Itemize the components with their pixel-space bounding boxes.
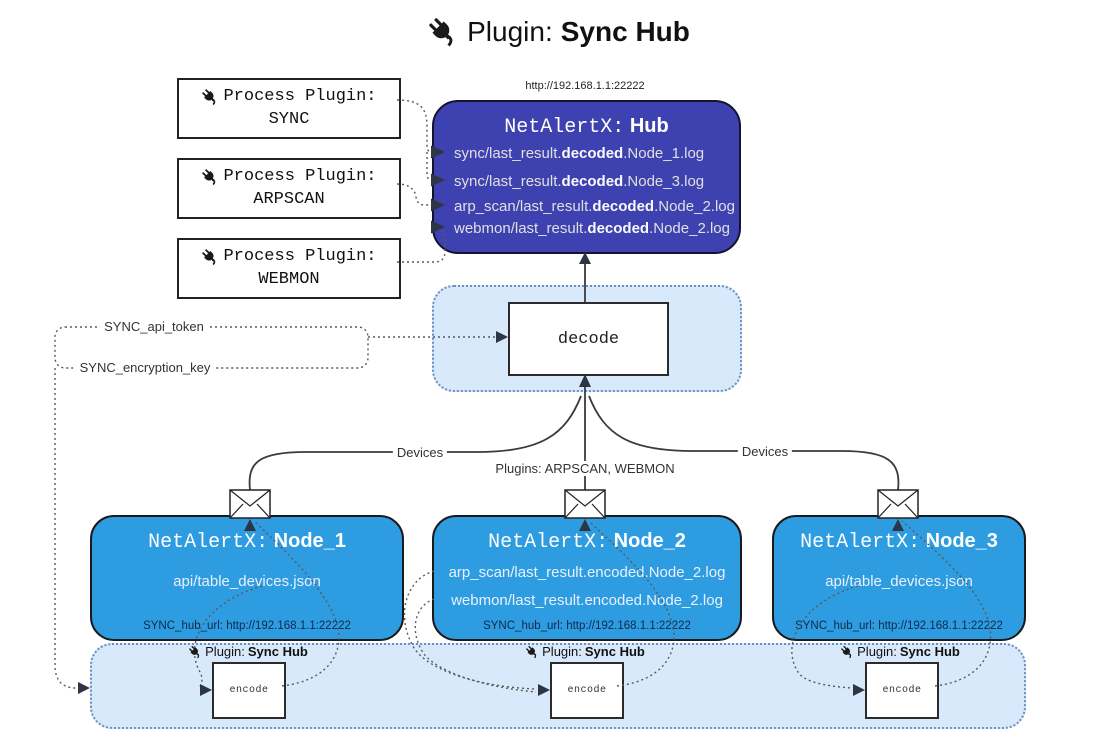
hub-title-name: Hub: [629, 115, 669, 137]
node-title: NetAlertX: Node_1: [148, 530, 346, 554]
label-sync-api-token: SYNC_api_token: [100, 319, 208, 334]
edge-arpscan-to-hub: [396, 183, 429, 206]
process-plugin-webmon: Process Plugin: WEBMON: [177, 238, 401, 299]
envelope-icon: [877, 489, 919, 519]
node-box-node-2: NetAlertX: Node_2 arp_scan/last_result.e…: [432, 515, 742, 641]
encode-box: encode: [212, 662, 286, 719]
plug-icon: [201, 168, 219, 186]
envelope-icon: [229, 489, 271, 519]
node-file: api/table_devices.json: [825, 573, 973, 590]
process-plugin-sync: Process Plugin: SYNC: [177, 78, 401, 139]
node-hub-url: SYNC_hub_url: http://192.168.1.1:22222: [795, 620, 1003, 632]
node-title: NetAlertX: Node_2: [488, 530, 686, 554]
title-name: Sync Hub: [560, 16, 690, 47]
hub-box: NetAlertX: Hub sync/last_result.decoded.…: [432, 100, 741, 254]
node-file: api/table_devices.json: [173, 573, 321, 590]
process-plugin-arpscan: Process Plugin: ARPSCAN: [177, 158, 401, 219]
plug-icon: [201, 248, 219, 266]
plug-icon: [840, 645, 854, 659]
encode-box: encode: [865, 662, 939, 719]
encode-label: encode: [567, 685, 607, 696]
encode-plugin-label: Plugin:Sync Hub: [188, 644, 308, 659]
title-prefix: Plugin:: [467, 16, 553, 47]
hub-log-line: sync/last_result.decoded.Node_1.log: [454, 145, 705, 162]
diagram-title: Plugin: Sync Hub: [0, 16, 1117, 48]
node-hub-url: SYNC_hub_url: http://192.168.1.1:22222: [143, 620, 351, 632]
process-plugin-label: Process Plugin:: [223, 87, 377, 107]
label-sync-encryption-key: SYNC_encryption_key: [75, 360, 215, 375]
encode-box: encode: [550, 662, 624, 719]
plug-icon: [201, 88, 219, 106]
encode-label: encode: [229, 685, 269, 696]
encode-label: encode: [882, 685, 922, 696]
process-plugin-name: ARPSCAN: [253, 189, 325, 209]
hub-url: http://192.168.1.1:22222: [525, 80, 645, 92]
edge-sync-to-hub-1: [396, 99, 431, 153]
encode-plugin-label: Plugin:Sync Hub: [525, 644, 645, 659]
decode-box: decode: [508, 302, 669, 376]
process-plugin-label: Process Plugin:: [223, 247, 377, 267]
node-box-node-3: NetAlertX: Node_3 api/table_devices.json…: [772, 515, 1026, 641]
label-devices-left: Devices: [392, 445, 448, 460]
edge-key-to-encode-panel: [54, 368, 78, 689]
hub-title: NetAlertX: Hub: [434, 115, 739, 139]
envelope-icon: [564, 489, 606, 519]
node-file: webmon/last_result.encoded.Node_2.log: [451, 592, 723, 609]
hub-log-line: arp_scan/last_result.decoded.Node_2.log: [454, 198, 735, 215]
decode-label: decode: [557, 329, 620, 349]
hub-log-line: webmon/last_result.decoded.Node_2.log: [454, 220, 730, 237]
node-hub-url: SYNC_hub_url: http://192.168.1.1:22222: [483, 620, 691, 632]
process-plugin-name: WEBMON: [258, 269, 320, 289]
plug-icon: [525, 645, 539, 659]
hub-title-prefix: NetAlertX:: [504, 116, 625, 139]
envelope-icons: [229, 489, 919, 519]
plug-icon: [427, 16, 459, 48]
edge-sync-to-hub-2: [426, 152, 431, 181]
node-title: NetAlertX: Node_3: [800, 530, 998, 554]
node-box-node-1: NetAlertX: Node_1 api/table_devices.json…: [90, 515, 404, 641]
arrowhead: [78, 682, 90, 694]
hub-log-line: sync/last_result.decoded.Node_3.log: [454, 173, 705, 190]
process-plugin-name: SYNC: [268, 109, 310, 129]
process-plugin-label: Process Plugin:: [223, 167, 377, 187]
node-file: arp_scan/last_result.encoded.Node_2.log: [448, 564, 726, 581]
label-devices-right: Devices: [737, 444, 793, 459]
label-plugins-center: Plugins: ARPSCAN, WEBMON: [491, 461, 679, 476]
plug-icon: [188, 645, 202, 659]
encode-plugin-label: Plugin:Sync Hub: [840, 644, 960, 659]
